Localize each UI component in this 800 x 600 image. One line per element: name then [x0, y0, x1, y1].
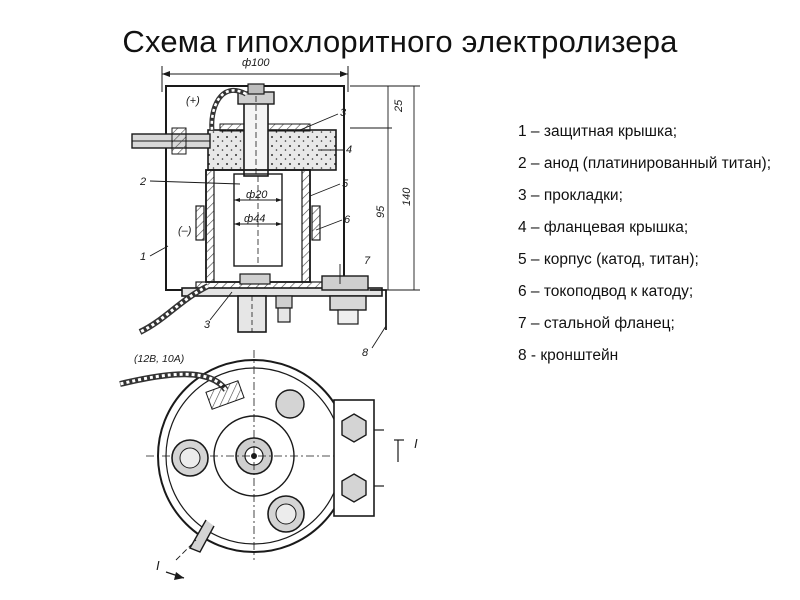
dim-outer-diameter: ф100 [242, 57, 270, 69]
callout-1: 1 [140, 251, 146, 263]
plan-labels: (12В, 10А) I I [134, 353, 418, 573]
dim-anode-diameter: ф20 [246, 189, 268, 201]
dim-height-total: 140 [401, 187, 413, 206]
anode-tube [233, 173, 283, 267]
callout-8: 8 [362, 347, 369, 359]
callout-4: 4 [346, 144, 352, 156]
legend-item-2: 2 – анод (платинированный титан); [518, 155, 771, 172]
section-mark-right: I [414, 436, 418, 451]
dim-height-mid: 95 [375, 205, 387, 218]
legend-item-4: 4 – фланцевая крышка; [518, 219, 689, 236]
plan-nozzle [188, 519, 215, 553]
legend-item-5: 5 – корпус (катод, титан); [518, 251, 699, 268]
callout-6: 6 [344, 214, 351, 226]
callout-3-top: 3 [340, 107, 347, 119]
dim-height-top: 25 [393, 99, 405, 113]
plan-bolt-bottom [267, 495, 305, 533]
legend-item-1: 1 – защитная крышка; [518, 123, 677, 140]
section-mark-bottom: I [156, 558, 160, 573]
cable-label: (12В, 10А) [134, 353, 184, 365]
callout-2: 2 [139, 176, 146, 188]
callout-3-bottom: 3 [204, 319, 211, 331]
legend-item-8: 8 - кронштейн [518, 347, 619, 364]
callout-5: 5 [342, 178, 349, 190]
page-title: Схема гипохлоритного электролизера [122, 24, 678, 59]
plan-bolt-left [171, 439, 209, 477]
legend-item-6: 6 – токоподвод к катоду; [518, 283, 694, 300]
polarity-minus: (–) [178, 225, 192, 237]
legend-item-3: 3 – прокладки; [518, 187, 623, 204]
legend-item-7: 7 – стальной фланец; [518, 315, 675, 332]
flange-cover [207, 129, 337, 171]
plan-bolt-top [275, 389, 305, 419]
polarity-plus: (+) [186, 95, 200, 107]
legend: 1 – защитная крышка; 2 – анод (платиниро… [518, 122, 793, 378]
plan-cable [119, 371, 229, 392]
section-labels: ф100 (+) (–) ф20 ф44 2 1 3 4 5 6 7 8 3 2… [139, 57, 413, 359]
section-view [131, 66, 420, 349]
plan-view [119, 350, 404, 580]
callout-7: 7 [364, 255, 371, 267]
dim-body-diameter: ф44 [244, 213, 265, 225]
